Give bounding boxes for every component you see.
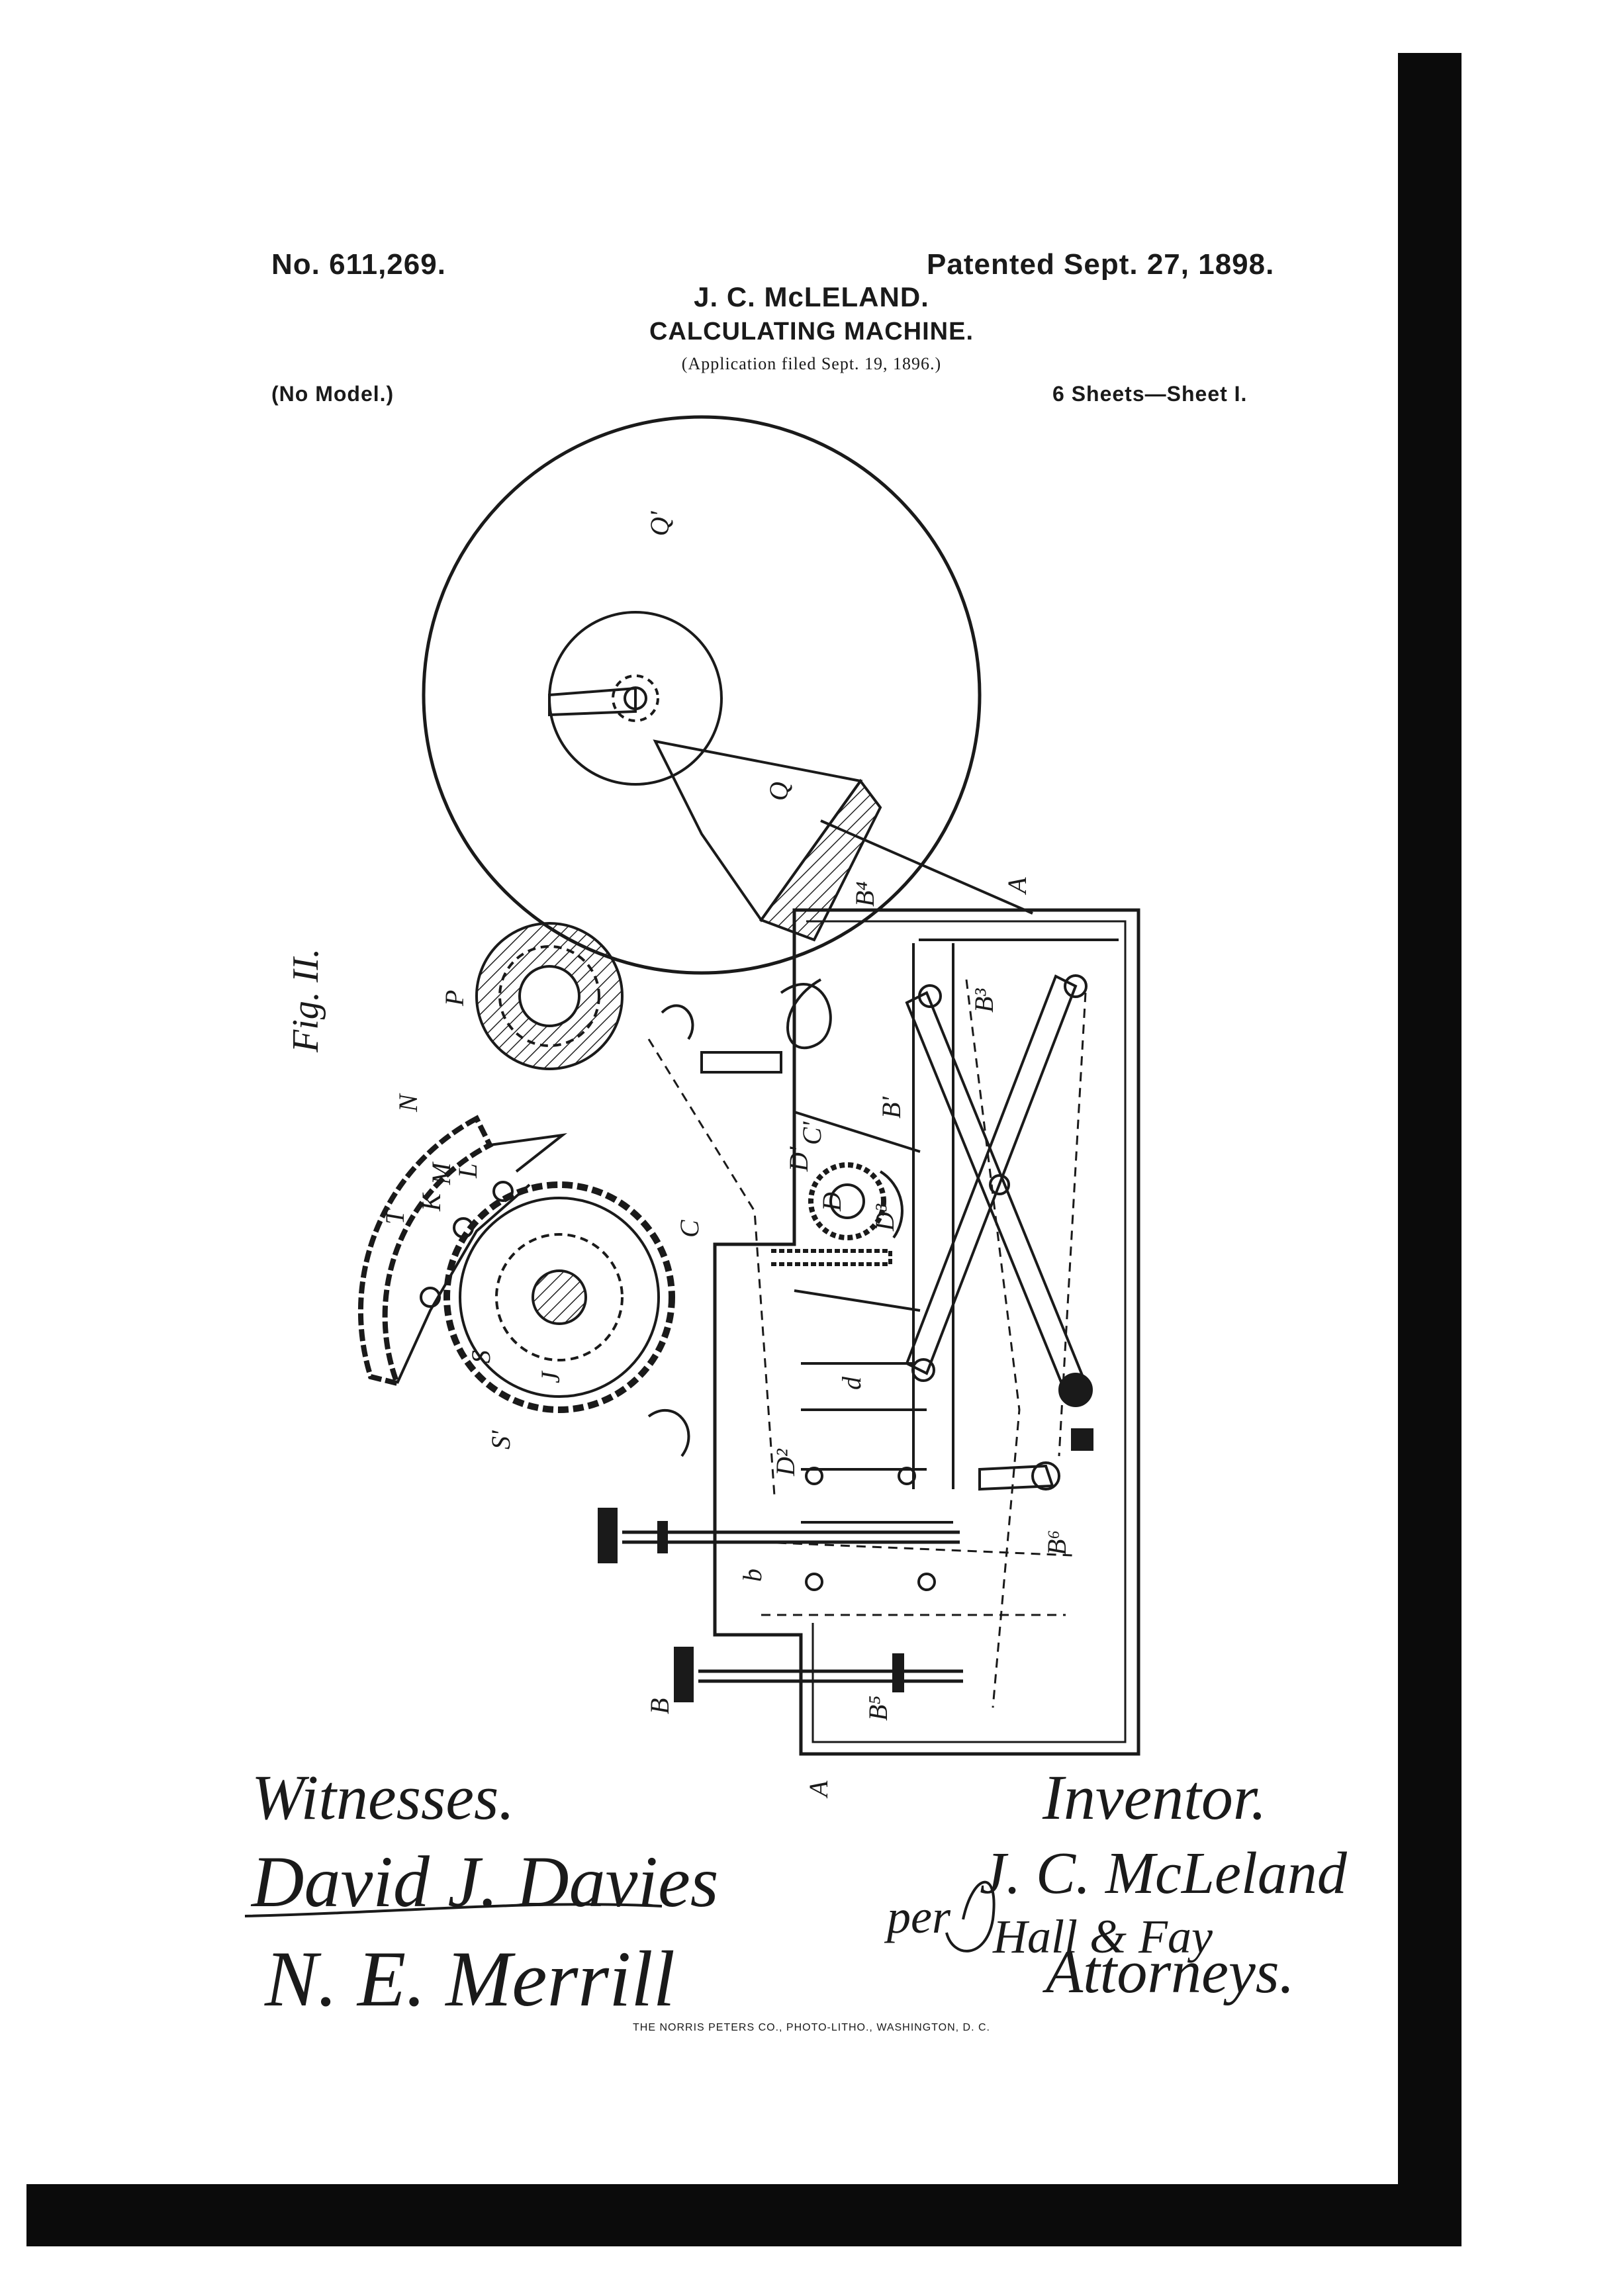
ref-label-s: S <box>466 1350 496 1363</box>
ref-label-d3: D³ <box>870 1203 900 1232</box>
ref-label-a-top: A <box>1002 877 1032 895</box>
sheet-info: 6 Sheets—Sheet I. <box>1052 382 1248 406</box>
attorneys-firm: Hall & Fay <box>992 1910 1213 1963</box>
adjusting-screw-upper <box>622 1530 960 1544</box>
ref-label-q-prime: Q' <box>645 510 674 536</box>
model-note: (No Model.) <box>271 382 394 406</box>
per-label: per <box>884 1890 951 1943</box>
ref-label-b3: B³ <box>969 988 999 1013</box>
ref-label-l: L <box>453 1164 483 1179</box>
adjusting-screw-lower <box>698 1669 963 1683</box>
inventor-signature: J. C. McLeland <box>980 1841 1348 1906</box>
figure-label: Fig. II. <box>285 948 326 1053</box>
rack-bar <box>771 1249 892 1266</box>
ref-label-c: C <box>674 1219 704 1238</box>
ref-label-b5: B⁵ <box>863 1696 893 1721</box>
scan-border-bottom <box>26 2184 1461 2246</box>
ref-label-b4: B⁴ <box>850 882 880 907</box>
ref-label-s-prime: S' <box>486 1430 516 1449</box>
ref-label-d: D <box>817 1192 847 1212</box>
gear-wheel <box>443 1181 675 1413</box>
inventor-label: Inventor. <box>1043 1762 1267 1833</box>
printer-credit: THE NORRIS PETERS CO., PHOTO-LITHO., WAS… <box>633 2022 990 2033</box>
witness-signature-2: N. E. Merrill <box>264 1935 675 2023</box>
main-frame <box>713 908 1140 1756</box>
inventor-name: J. C. McLELAND. <box>694 281 929 312</box>
scan-border-right <box>1398 53 1461 2237</box>
ref-label-j: J <box>535 1370 565 1383</box>
paper-roll-disc <box>422 415 982 975</box>
ref-label-d-prime: D' <box>784 1146 813 1172</box>
witness-signature-1: David J. Davies <box>250 1841 719 1922</box>
ref-label-k: K <box>416 1192 446 1212</box>
ref-label-d-small: d <box>837 1376 866 1390</box>
ref-label-c-prime: C' <box>797 1121 827 1145</box>
ref-label-t: T <box>380 1208 410 1224</box>
ref-label-p: P <box>440 990 469 1007</box>
ref-label-q: Q <box>764 782 794 801</box>
drive-gear <box>808 1162 886 1240</box>
ref-label-a-bottom: A <box>804 1780 833 1799</box>
ref-label-m: M <box>426 1161 456 1185</box>
ref-label-b6: B⁶ <box>1042 1530 1072 1555</box>
ref-label-b-small: b <box>737 1569 767 1582</box>
ref-label-b: B <box>645 1698 674 1714</box>
ref-label-d2: D² <box>770 1448 800 1477</box>
attorneys-label: Attorneys. <box>1042 1938 1295 2005</box>
patented-date: Patented Sept. 27, 1898. <box>927 248 1275 281</box>
patent-number: No. 611,269. <box>271 248 446 281</box>
patent-title: CALCULATING MACHINE. <box>649 318 974 345</box>
application-filed: (Application filed Sept. 19, 1896.) <box>681 354 942 373</box>
type-sector <box>357 1115 494 1387</box>
witnesses-label: Witnesses. <box>252 1762 515 1833</box>
ref-label-n: N <box>393 1093 423 1113</box>
ref-label-b-prime: B' <box>876 1096 906 1119</box>
